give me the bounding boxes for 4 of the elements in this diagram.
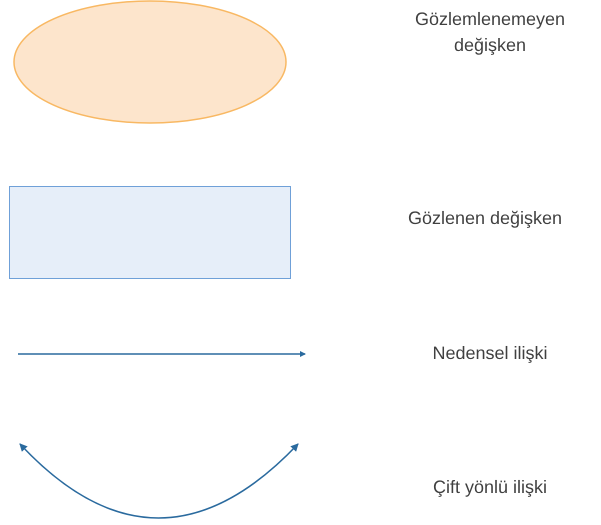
legend-text: Nedensel ilişki — [432, 342, 548, 365]
legend-text: Gözlemlenemeyen değişken — [414, 8, 566, 57]
legend-text: Gözlenen değişken — [408, 207, 562, 230]
legend-text: Çift yönlü ilişki — [432, 476, 548, 499]
